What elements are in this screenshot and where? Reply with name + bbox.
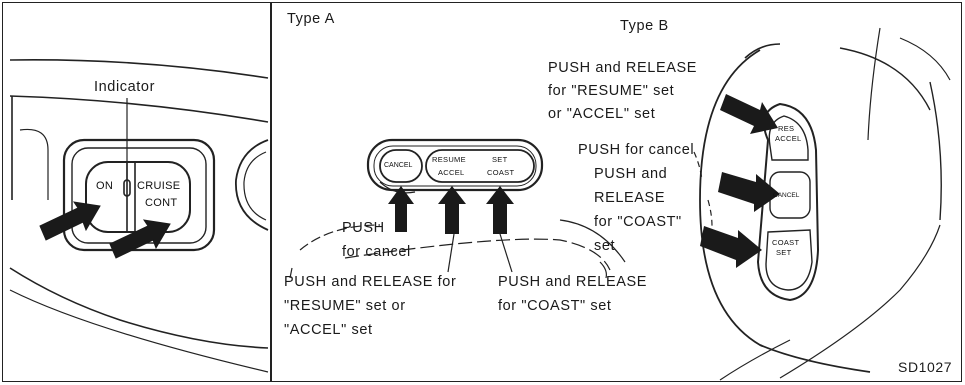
type-a-coast-label: COAST	[487, 168, 515, 177]
type-b-coast-line1: PUSH and	[594, 166, 668, 182]
type-b-resume-line2: for "RESUME" set	[548, 83, 675, 99]
type-a-resume-accel-line3: "ACCEL" set	[284, 322, 373, 338]
panel-divider	[270, 2, 272, 382]
type-b-arrows	[700, 94, 780, 268]
steering-wheel	[699, 27, 951, 381]
type-b-resume-line3: or "ACCEL" set	[548, 106, 656, 122]
type-a-resume-accel-line1: PUSH and RELEASE for	[284, 274, 457, 290]
push-arrows-left	[39, 201, 171, 259]
type-b-res-label: RES	[778, 124, 795, 133]
type-a-push-cancel-line1: PUSH	[342, 220, 385, 236]
type-a-coast-line1: PUSH and RELEASE	[498, 274, 648, 290]
figure-code: SD1027	[898, 359, 953, 375]
dashboard-illustration	[9, 59, 269, 373]
type-b-coast-line3: for "COAST"	[594, 214, 682, 230]
type-b-coast-line2: RELEASE	[594, 190, 666, 206]
type-b-title: Type B	[620, 18, 669, 34]
type-a-resume-accel-line2: "RESUME" set or	[284, 298, 406, 314]
type-b-accel-label: ACCEL	[775, 134, 802, 143]
type-a-arrows	[388, 186, 514, 234]
type-b-coast-label: COAST	[772, 238, 800, 247]
type-b-leaders	[693, 151, 713, 227]
type-a-push-cancel-line2: for cancel	[342, 244, 411, 260]
type-a-cancel-button: CANCEL	[384, 162, 413, 169]
switch-cruise-label: CRUISE	[137, 180, 181, 192]
type-b-resume-line1: PUSH and RELEASE	[548, 60, 698, 76]
switch-cont-label: CONT	[145, 197, 178, 209]
type-b-cancel-label: CANCEL	[773, 192, 800, 199]
type-a-set-label: SET	[492, 155, 508, 164]
type-b-set-label: SET	[776, 248, 792, 257]
indicator-label: Indicator	[94, 79, 156, 95]
type-a-leaders	[289, 219, 626, 279]
type-a-accel-label: ACCEL	[438, 168, 465, 177]
switch-on-label: ON	[96, 180, 114, 192]
type-a-title: Type A	[287, 11, 335, 27]
type-a-coast-line2: for "COAST" set	[498, 298, 612, 314]
type-b-coast-line4: set	[594, 238, 616, 254]
type-a-resume-label: RESUME	[432, 155, 466, 164]
type-b-cancel-line: PUSH for cancel	[578, 142, 695, 158]
